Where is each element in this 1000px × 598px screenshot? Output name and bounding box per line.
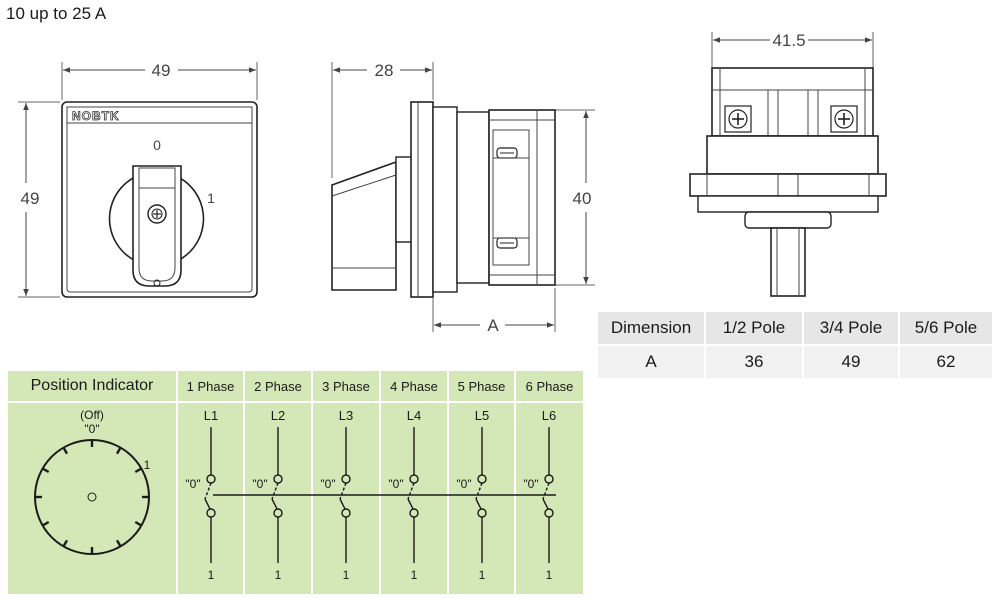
one-label: 1 <box>144 458 151 472</box>
contact-top <box>341 474 351 484</box>
dial-tick <box>115 447 122 455</box>
side-a-label: A <box>487 316 499 335</box>
phase-header: 3 Phase <box>313 371 379 401</box>
dial-tick <box>42 467 50 474</box>
phase-label: "0" <box>252 477 268 491</box>
dial-tick <box>134 467 142 474</box>
phase-header: 2 Phase <box>245 371 311 401</box>
phase-header: 4 Phase <box>381 371 447 401</box>
page-title: 10 up to 25 A <box>6 4 107 23</box>
phase-label: L1 <box>203 408 219 423</box>
switch-blade <box>475 482 483 500</box>
position-1-label: 1 <box>207 190 215 206</box>
phase-label: "0" <box>388 477 404 491</box>
switch-blade <box>407 482 415 500</box>
dial-tick <box>134 520 142 527</box>
brand-logo: NOBTK <box>72 109 120 123</box>
phase-label: 1 <box>342 568 350 582</box>
switch-blade <box>204 482 212 500</box>
table-cell: 49 <box>802 344 899 378</box>
phase-label: L6 <box>541 408 557 423</box>
phase-header: 5 Phase <box>449 371 514 401</box>
contact-bottom <box>477 508 487 518</box>
phase-label: "0" <box>320 477 336 491</box>
contact-top <box>206 474 216 484</box>
dial-tick <box>62 447 69 455</box>
wiring-panel: Position Indicator 1 Phase 2 Phase 3 Pha… <box>8 371 583 594</box>
dial-tick <box>115 539 122 547</box>
top-view: 41.5 <box>689 31 887 297</box>
table-cell: 62 <box>898 344 992 378</box>
switch-blade <box>542 482 550 500</box>
switch-blade <box>271 482 279 500</box>
position-0-label: 0 <box>153 137 161 153</box>
phase-label: L4 <box>406 408 422 423</box>
phase-label: 1 <box>207 568 215 582</box>
side-depth-label: 28 <box>375 61 394 80</box>
off-label: (Off) <box>80 408 104 422</box>
screw-icon <box>830 105 858 133</box>
position-dial: (Off) "0" 1 <box>34 408 151 555</box>
phase-label: "0" <box>456 477 472 491</box>
table-header-cell: 1/2 Pole <box>704 312 803 345</box>
switch-blade <box>339 482 347 500</box>
dial-tick <box>42 520 50 527</box>
phase-label: "0" <box>523 477 539 491</box>
screw-icon <box>724 105 752 133</box>
table-header-cell: Dimension <box>598 312 705 345</box>
contact-top <box>544 474 554 484</box>
phase-label: L3 <box>338 408 354 423</box>
side-view: 28 40 A <box>331 61 595 335</box>
table-row: A 36 49 62 <box>598 344 992 378</box>
front-view: 49 49 NOBTK 0 1 <box>18 61 258 298</box>
dial-tick <box>62 539 69 547</box>
phase-header: 6 Phase <box>516 371 583 401</box>
contact-top <box>409 474 419 484</box>
zero-label: "0" <box>84 422 99 436</box>
front-width-label: 49 <box>152 61 171 80</box>
top-width-label: 41.5 <box>772 31 805 50</box>
table-header-cell: 5/6 Pole <box>898 312 992 345</box>
side-height-label: 40 <box>573 189 592 208</box>
phase-label: 1 <box>410 568 418 582</box>
front-height-label: 49 <box>21 189 40 208</box>
contact-top <box>273 474 283 484</box>
contact-bottom <box>341 508 351 518</box>
dimension-table: Dimension 1/2 Pole 3/4 Pole 5/6 Pole A 3… <box>598 312 992 378</box>
position-indicator-header: Position Indicator <box>8 371 176 401</box>
phase-label: 1 <box>478 568 486 582</box>
phase-label: 1 <box>545 568 553 582</box>
table-header-cell: 3/4 Pole <box>802 312 899 345</box>
phase-header: 1 Phase <box>178 371 243 401</box>
contact-bottom <box>544 508 554 518</box>
wiring-diagram: (Off) "0" 1 <box>34 408 556 563</box>
phase-label: L5 <box>474 408 490 423</box>
contact-bottom <box>409 508 419 518</box>
contact-bottom <box>206 508 216 518</box>
phase-label: L2 <box>270 408 286 423</box>
table-header-row: Dimension 1/2 Pole 3/4 Pole 5/6 Pole <box>598 312 992 345</box>
contact-top <box>477 474 487 484</box>
contact-bottom <box>273 508 283 518</box>
phase-label: "0" <box>185 477 201 491</box>
table-cell: A <box>598 344 705 378</box>
phase-label: 1 <box>274 568 282 582</box>
table-cell: 36 <box>704 344 803 378</box>
